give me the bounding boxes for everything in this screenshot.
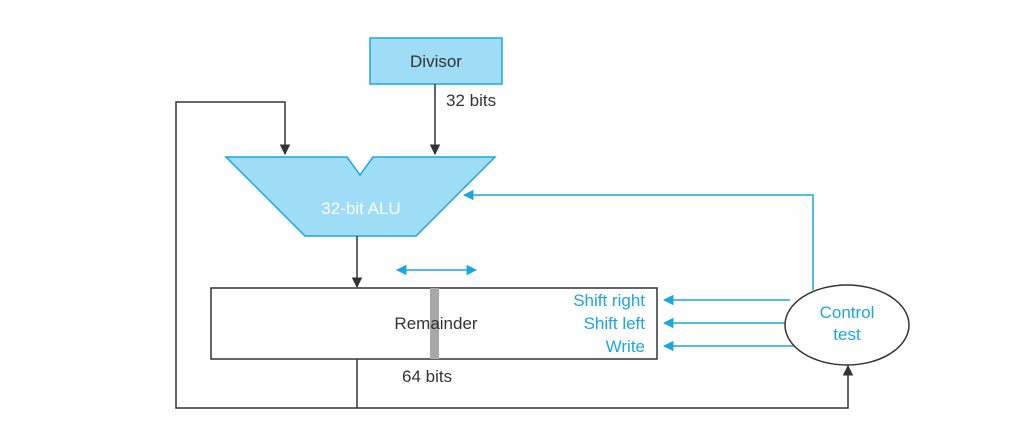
divisor-register <box>369 37 503 85</box>
divisor-width-label: 32 bits <box>446 91 496 110</box>
control-to-alu-line <box>462 189 814 290</box>
control-test-node <box>784 284 910 366</box>
alu-shape <box>224 156 497 237</box>
remainder-to-control-line <box>357 364 854 409</box>
alu-label: 32-bit ALU <box>321 199 400 218</box>
shift-right-label: Shift right <box>573 291 645 310</box>
control-label: Control <box>820 303 875 322</box>
remainder-divider-bar <box>430 288 439 359</box>
remainder-feedback-line <box>175 101 358 409</box>
shift-left-label: Shift left <box>584 314 646 333</box>
write-label: Write <box>606 337 645 356</box>
divisor-label: Divisor <box>410 52 462 71</box>
remainder-label: Remainder <box>394 314 477 333</box>
test-label: test <box>833 325 861 344</box>
remainder-width-label: 64 bits <box>402 367 452 386</box>
